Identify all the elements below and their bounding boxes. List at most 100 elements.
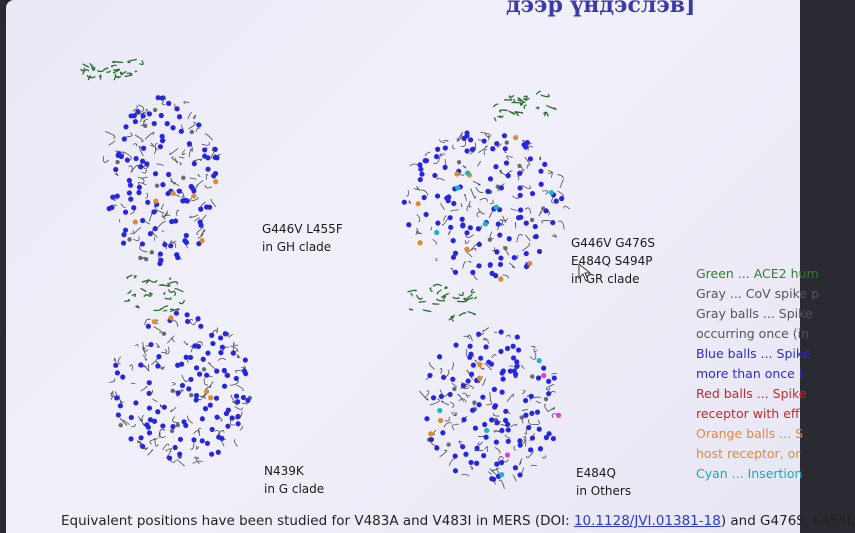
blue-ball [434, 445, 440, 451]
ace2-strand [110, 64, 117, 68]
blue-ball [157, 251, 164, 257]
backbone-strand [139, 245, 148, 253]
orange-ball [476, 375, 483, 381]
gray-ball [503, 246, 508, 251]
backbone-strand [129, 364, 133, 371]
legend-item-red-balls: Red balls ... Spike [696, 386, 807, 401]
blue-ball [523, 220, 529, 226]
backbone-strand [228, 333, 233, 338]
blue-ball [113, 166, 119, 173]
backbone-strand [413, 187, 418, 191]
blue-ball [498, 329, 504, 335]
mutation-balls [106, 95, 220, 267]
blue-ball [222, 331, 228, 337]
backbone-strand [231, 400, 239, 406]
backbone-strand [558, 220, 565, 230]
ace2-strand [465, 297, 474, 302]
blue-ball [532, 223, 538, 230]
orange-ball [454, 171, 460, 177]
blue-ball [467, 343, 473, 349]
slide-title: дээр үндэслэв] [506, 0, 696, 18]
backbone-strand [190, 345, 193, 353]
blue-ball [447, 215, 453, 221]
backbone-strand [484, 363, 492, 371]
blue-ball [225, 423, 231, 429]
backbone-strand [538, 210, 543, 217]
backbone-strand [195, 456, 200, 459]
backbone-strand [477, 442, 480, 445]
blue-ball [157, 144, 164, 150]
blue-ball [155, 409, 161, 415]
backbone-strand [149, 438, 158, 445]
backbone-strand [190, 441, 195, 450]
blue-ball [465, 378, 471, 384]
backbone-strand [429, 398, 440, 406]
blue-ball [488, 361, 495, 367]
legend-item-blue-balls-2: more than once ( [696, 366, 804, 381]
blue-ball [559, 195, 565, 202]
backbone-strand [483, 149, 488, 156]
blue-ball [482, 421, 488, 428]
blue-ball [131, 205, 137, 211]
blue-ball [440, 430, 446, 436]
backbone-strand [140, 162, 146, 170]
blue-ball [502, 417, 509, 423]
ace2-strand [114, 73, 122, 78]
backbone-strand [138, 104, 145, 113]
blue-ball [489, 476, 495, 482]
blue-ball [427, 372, 433, 379]
backbone-strand [174, 388, 183, 392]
blue-ball [468, 459, 474, 466]
backbone-strand [242, 402, 249, 405]
blue-ball [205, 155, 211, 161]
orange-ball [213, 179, 219, 185]
gray-ball [169, 428, 175, 434]
blue-ball [448, 224, 454, 230]
backbone-strand [217, 357, 226, 362]
backbone-strand [525, 234, 531, 242]
backbone-strand [491, 354, 497, 358]
backbone-strand [499, 219, 504, 227]
backbone-strand [153, 326, 162, 333]
backbone-strand [557, 174, 564, 179]
blue-ball [151, 120, 157, 127]
doi-link[interactable]: 10.1128/JVI.01381-18 [573, 513, 721, 529]
backbone-strand [460, 203, 463, 207]
blue-ball [467, 225, 473, 231]
blue-ball [138, 362, 144, 368]
backbone-strand [439, 153, 446, 157]
blue-ball [464, 133, 470, 139]
mouse-cursor-icon [578, 262, 592, 282]
cyan-ball [548, 189, 554, 196]
blue-ball [136, 189, 142, 196]
protein-structure-image [401, 90, 570, 282]
ace2-strand [169, 308, 180, 313]
backbone-strand [150, 142, 155, 147]
orange-ball [417, 240, 423, 246]
blue-ball [121, 232, 127, 238]
blue-ball [145, 199, 151, 205]
backbone-strand [491, 467, 500, 472]
blue-ball [240, 394, 247, 401]
gray-ball [446, 442, 451, 447]
blue-ball [193, 397, 199, 403]
blue-ball [188, 183, 194, 190]
ace2-receptor-ribbon [124, 274, 186, 313]
caption-clade: in GH clade [262, 240, 332, 254]
backbone-strand [436, 177, 445, 181]
blue-ball [193, 393, 200, 399]
footer-text-end: ) and G476S, L455I, [720, 513, 855, 529]
backbone-strand [137, 176, 145, 184]
backbone-strand [176, 459, 185, 467]
backbone-strand [521, 243, 531, 252]
backbone-strand [188, 121, 196, 130]
ace2-strand [429, 287, 433, 293]
gray-ball [115, 159, 120, 165]
ace2-strand [432, 283, 442, 287]
backbone-strand [199, 395, 206, 399]
blue-ball [423, 158, 430, 164]
backbone-strand [468, 200, 472, 208]
blue-ball [441, 374, 447, 380]
blue-ball [514, 334, 520, 340]
gray-ball [143, 256, 149, 262]
